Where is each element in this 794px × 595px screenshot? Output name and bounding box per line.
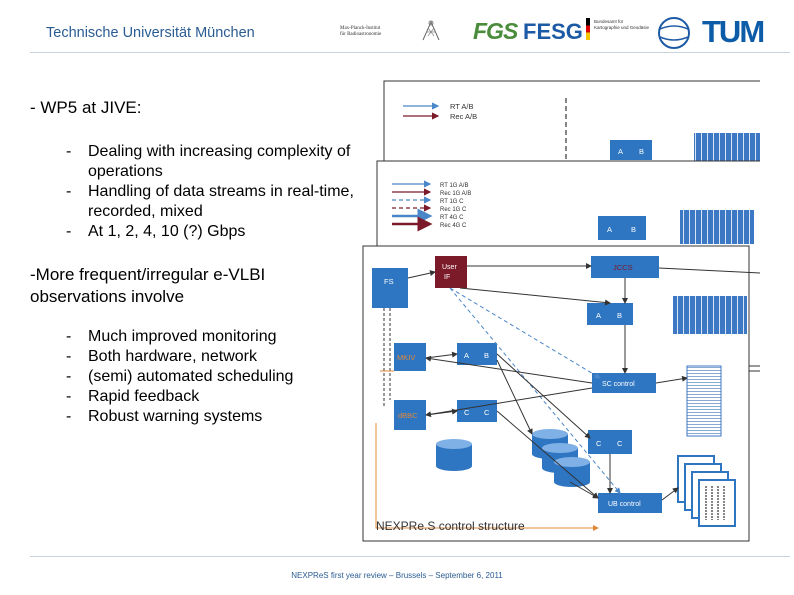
header-divider [30, 52, 790, 53]
list-item: Both hardware, network [66, 347, 366, 367]
disk-storage-icon [554, 457, 590, 487]
legend-label: Rec 1G A/B [440, 191, 471, 197]
observations-heading: -More frequent/irregular e-VLBI observat… [30, 265, 266, 306]
control-structure-diagram: RT A/B Rec A/B A B RT 1G A/B Rec 1G A/B … [362, 80, 760, 542]
box-c-label: C [596, 439, 602, 448]
requirements-list: Much improved monitoring Both hardware, … [66, 327, 366, 427]
list-item: At 1, 2, 4, 10 (?) Gbps [66, 222, 366, 242]
user-if-label: IF [444, 274, 450, 281]
fesg-logo: FESG [523, 19, 583, 44]
sc-control-label: SC control [602, 381, 635, 388]
box-c-label: C [484, 408, 490, 417]
footer-divider [30, 556, 790, 557]
fgs-logo: FGS [473, 18, 518, 44]
box-a-label: A [607, 225, 612, 234]
dbbc-box-label: dBBC [398, 411, 418, 420]
legend-label: RT 1G C [440, 199, 464, 205]
box-b-label: B [617, 311, 622, 320]
legend-label: RT 1G A/B [440, 183, 468, 189]
list-item: Robust warning systems [66, 407, 366, 427]
mkiv-box-label: MKIV [397, 353, 415, 362]
radio-telescope-icon [422, 20, 440, 41]
fs-box-label: FS [384, 277, 394, 286]
front-panel: FS User IF JCCS A B MKIV A B SC control … [362, 245, 760, 542]
mpi-logo-line: für Radioastronomie [340, 32, 382, 37]
legend-label: Rec A/B [450, 112, 477, 121]
box-a-label: A [596, 311, 601, 320]
institution-title: Technische Universität München [46, 25, 255, 41]
box-c-label: C [464, 408, 470, 417]
legend-label: Rec 1G C [440, 207, 467, 213]
box-b-label: B [639, 147, 644, 156]
list-item: (semi) automated scheduling [66, 367, 366, 387]
cluster-stack-icon [677, 455, 736, 527]
connection-arrows [375, 263, 760, 531]
legend-label: Rec 4G C [440, 223, 467, 229]
list-item: Rapid feedback [66, 387, 366, 407]
ub-control-label: UB control [608, 501, 641, 508]
user-if-label: User [442, 264, 457, 271]
list-item: Much improved monitoring [66, 327, 366, 347]
disk-storage-icon [436, 439, 472, 471]
bkg-logo-line: Bundesamt für [594, 19, 624, 24]
diagram-caption: NEXPRe.S control structure [376, 519, 525, 533]
list-item: Dealing with increasing complexity of op… [66, 142, 366, 182]
legend-label: RT 4G C [440, 215, 464, 221]
bkg-logo-line: Kartographie und Geodäsie [594, 24, 650, 30]
footer-text: NEXPReS first year review – Brussels – S… [291, 571, 503, 580]
box-a-label: A [464, 351, 469, 360]
jccs-box-label: JCCS [613, 263, 633, 272]
list-item: Handling of data streams in real-time, r… [66, 182, 366, 222]
globe-logo-icon [658, 17, 690, 49]
box-c-label: C [617, 439, 623, 448]
box-b-label: B [631, 225, 636, 234]
mpi-logo: Max-Planck-Institut für Radioastronomie [340, 26, 404, 38]
complexity-list: Dealing with increasing complexity of op… [66, 142, 366, 242]
german-flag-icon [586, 18, 590, 40]
box-b-label: B [484, 351, 489, 360]
box-a-label: A [618, 147, 623, 156]
mpi-logo-line: Max-Planck-Institut [340, 26, 381, 31]
wp5-heading: - WP5 at JIVE: [30, 98, 142, 117]
tum-logo: TUM [702, 14, 765, 49]
legend-label: RT A/B [450, 102, 474, 111]
